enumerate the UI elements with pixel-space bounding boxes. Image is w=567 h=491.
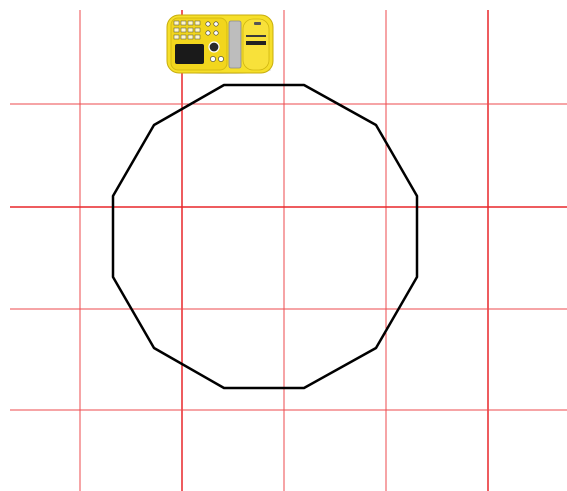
robot-front-stripe xyxy=(246,41,266,45)
robot-screen xyxy=(175,44,204,64)
robot-direction-button xyxy=(209,42,219,52)
robot-button-small xyxy=(218,56,223,61)
robot-nose-slot xyxy=(254,22,261,25)
robot-front-stripe xyxy=(246,35,266,37)
robot-icon[interactable] xyxy=(167,15,273,74)
robot-grey-bar xyxy=(229,21,241,68)
robot-button-small xyxy=(210,56,215,61)
